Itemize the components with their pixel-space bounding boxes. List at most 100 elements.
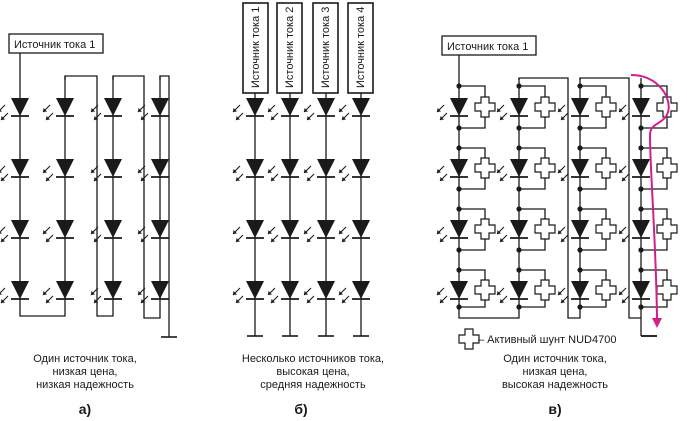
light-arrow-icon <box>0 287 6 294</box>
light-arrow-head <box>622 238 626 242</box>
junction-dot <box>456 267 462 273</box>
active-shunt-icon <box>595 96 617 118</box>
light-arrow-head <box>437 108 441 112</box>
junction-dot <box>456 206 462 212</box>
light-arrow-head <box>43 169 47 173</box>
panel-b-caption-line-3: средняя надежность <box>260 379 366 391</box>
light-arrow-head <box>268 230 272 234</box>
junction-dot <box>577 83 583 89</box>
led-icon <box>56 220 74 238</box>
light-arrow-head <box>619 108 623 112</box>
light-arrow-head <box>138 108 142 112</box>
light-arrow-head <box>268 169 272 173</box>
junction-dot <box>456 83 462 89</box>
active-shunt-icon <box>458 328 480 350</box>
active-shunt-icon <box>534 157 556 179</box>
light-arrow-head <box>43 230 47 234</box>
led-icon <box>510 281 528 299</box>
light-arrow-head <box>271 177 275 181</box>
panel-b-source-label-3: Источник тока 3 <box>320 7 332 88</box>
light-arrow-head <box>91 169 95 173</box>
led-icon <box>151 159 169 177</box>
led-icon <box>317 281 335 299</box>
junction-dot <box>516 247 522 253</box>
light-arrow-head <box>271 299 275 303</box>
light-arrow-head <box>619 291 623 295</box>
light-arrow-head <box>500 177 504 181</box>
light-arrow-head <box>497 169 501 173</box>
light-arrow-head <box>342 177 346 181</box>
active-shunt-icon <box>534 279 556 301</box>
led-icon <box>104 220 122 238</box>
led-icon <box>632 281 650 299</box>
light-arrow-head <box>558 291 562 295</box>
led-icon <box>632 98 650 116</box>
light-arrow-head <box>437 230 441 234</box>
led-icon <box>317 98 335 116</box>
light-arrow-head <box>43 108 47 112</box>
light-arrow-head <box>138 291 142 295</box>
panel-b-source-box-3 <box>312 2 339 94</box>
panel-b-multiple-sources: Источник тока 1 Источник тока 2 Источник… <box>232 2 384 417</box>
led-icon <box>317 159 335 177</box>
led-icon <box>104 98 122 116</box>
light-arrow-head <box>497 108 501 112</box>
light-arrow-head <box>304 108 308 112</box>
light-arrow-head <box>440 238 444 242</box>
junction-dot <box>577 125 583 131</box>
panel-a-letter: а) <box>79 401 91 417</box>
panel-c-caption-line-2: низкая цена, <box>523 366 588 378</box>
led-icon <box>246 220 264 238</box>
led-icon <box>56 159 74 177</box>
led-icon <box>352 281 370 299</box>
light-arrow-head <box>342 238 346 242</box>
light-arrow-head <box>1 299 5 303</box>
light-arrow-head <box>619 169 623 173</box>
led-icon <box>450 220 468 238</box>
light-arrow-head <box>138 169 142 173</box>
led-icon <box>571 98 589 116</box>
led-icon <box>281 281 299 299</box>
led-icon <box>151 281 169 299</box>
light-arrow-head <box>236 177 240 181</box>
active-shunt-icon <box>595 279 617 301</box>
light-arrow-head <box>236 299 240 303</box>
led-icon <box>11 281 29 299</box>
light-arrow-head <box>561 299 565 303</box>
light-arrow-head <box>91 108 95 112</box>
led-icon <box>246 98 264 116</box>
junction-dot <box>638 267 644 273</box>
light-arrow-head <box>304 169 308 173</box>
light-arrow-head <box>236 116 240 120</box>
panel-c-legend-text: – Активный шунт NUD4700 <box>478 334 616 346</box>
active-shunt-icon <box>534 218 556 240</box>
led-icon <box>450 281 468 299</box>
panel-c-source-box <box>441 35 537 56</box>
light-arrow-head <box>304 291 308 295</box>
light-arrow-head <box>440 116 444 120</box>
panel-b-source-box-1 <box>242 2 269 94</box>
wire <box>518 77 581 319</box>
panel-c-circuit <box>436 55 678 337</box>
panel-b-caption-line-1: Несколько источников тока, <box>242 353 384 365</box>
light-arrow-head <box>497 291 501 295</box>
light-arrow-head <box>46 299 50 303</box>
panel-a-caption-line-1: Один источник тока, <box>33 353 137 365</box>
wire <box>112 75 161 319</box>
light-arrow-head <box>558 169 562 173</box>
light-arrow-head <box>1 177 5 181</box>
light-arrow-head <box>497 230 501 234</box>
light-arrow-head <box>619 230 623 234</box>
light-arrow-head <box>0 109 2 112</box>
light-arrow-head <box>91 291 95 295</box>
light-arrow-head <box>233 230 237 234</box>
light-arrow-head <box>46 238 50 242</box>
led-icon <box>571 281 589 299</box>
junction-dot <box>456 125 462 131</box>
led-icon <box>281 98 299 116</box>
led-icon <box>246 281 264 299</box>
junction-dot <box>577 145 583 151</box>
wire <box>64 75 114 317</box>
light-arrow-icon <box>0 165 6 172</box>
